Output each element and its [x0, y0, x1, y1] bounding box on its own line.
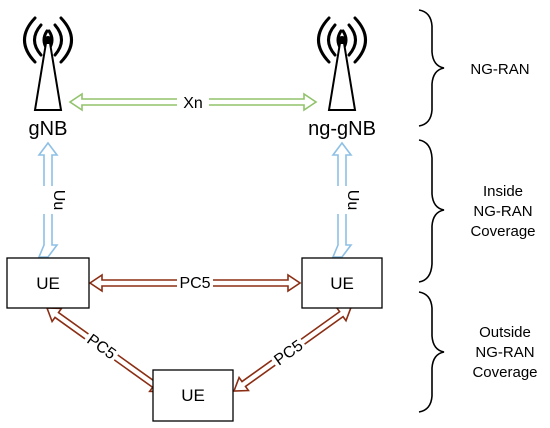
region-outside-line-1: Outside: [479, 324, 531, 341]
pc5-top-label-bg: [177, 272, 213, 292]
region-inside-line-2: NG-RAN: [473, 203, 532, 220]
pc5-left-label-bg: [81, 327, 123, 365]
uu-left-label-bg: [40, 186, 56, 214]
radio-tower-icon: [23, 16, 73, 111]
ue-right-label: UE: [330, 274, 354, 293]
ue-bottom-label: UE: [181, 386, 205, 405]
outside-coverage-brace: [418, 291, 445, 413]
uu-left-label: Uu: [50, 190, 67, 210]
region-inside-line-3: Coverage: [470, 223, 535, 240]
ue-left-box: [6, 257, 90, 309]
ng-gnb-label: ng-gNB: [308, 118, 376, 140]
uu-right-label-bg: [334, 186, 350, 214]
ue-left-label: UE: [36, 274, 60, 293]
pc5-top-label: PC5: [179, 275, 210, 292]
ng-ran-brace: [418, 9, 445, 127]
xn-label-bg: [177, 93, 209, 111]
gnb-label: gNB: [29, 118, 68, 140]
inside-coverage-brace: [418, 139, 445, 283]
uu-right-label: Uu: [344, 190, 361, 210]
region-inside-line-1: Inside: [483, 183, 523, 200]
ue-right-box: [301, 257, 383, 309]
xn-label: Xn: [183, 95, 203, 112]
region-ng-ran: NG-RAN: [470, 61, 529, 78]
region-outside-line-2: NG-RAN: [475, 344, 534, 361]
region-outside-line-3: Coverage: [472, 364, 537, 381]
ue-bottom-box: [152, 369, 234, 422]
radio-tower-icon: [317, 16, 367, 111]
pc5-right-label-bg: [267, 333, 309, 371]
